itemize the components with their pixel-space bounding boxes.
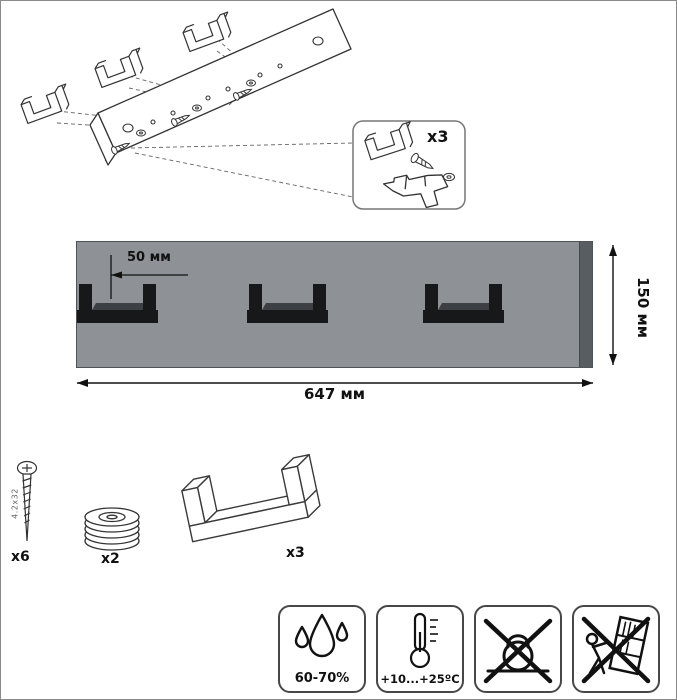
floating-hooks <box>20 11 232 125</box>
dimension-hook-offset-label: 50 мм <box>127 250 171 265</box>
detail-count-label: x3 <box>427 127 449 146</box>
temperature-condition-box: +10...+25ºC <box>376 605 464 693</box>
dimension-height-label: 150 мм <box>634 277 652 339</box>
humidity-condition-box: 60-70% <box>278 605 366 693</box>
floating-washers <box>136 79 256 137</box>
floating-screws <box>111 79 256 155</box>
water-drops-icon <box>294 613 349 658</box>
panel-hooks <box>77 284 504 323</box>
hook-hardware-icon <box>181 453 321 543</box>
screw-count-label: x6 <box>11 549 30 565</box>
washer-count-label: x2 <box>101 551 120 567</box>
hook <box>77 284 158 323</box>
detail-callout <box>352 120 466 210</box>
thermometer-icon <box>409 612 438 668</box>
board-holes <box>122 36 324 133</box>
callout-screw <box>410 152 435 170</box>
screw-size-label: 4.2x32 <box>10 488 20 519</box>
no-heavy-load-icon <box>483 618 553 684</box>
hanger-panel <box>76 241 593 368</box>
temperature-label: +10...+25ºC <box>380 672 460 686</box>
wall-board <box>89 8 352 166</box>
screw-icon <box>16 460 38 542</box>
screwdriver-icon <box>382 174 449 209</box>
dimension-height-line <box>609 245 617 365</box>
hook <box>247 284 328 323</box>
panel-side-edge <box>579 242 592 367</box>
hook <box>423 284 504 323</box>
exploded-view-diagram <box>20 8 466 210</box>
dimension-width-label: 647 мм <box>304 385 366 403</box>
dimension-width-line <box>77 379 593 387</box>
no-pushing-box <box>572 605 660 693</box>
dimension-hook-offset-line <box>110 255 188 299</box>
callout-hook <box>364 121 414 161</box>
hook-count-label: x3 <box>286 545 305 561</box>
no-pushing-icon <box>581 615 651 684</box>
washer-stack-icon <box>84 507 140 551</box>
humidity-label: 60-70% <box>294 671 350 686</box>
no-heavy-load-box <box>474 605 562 693</box>
